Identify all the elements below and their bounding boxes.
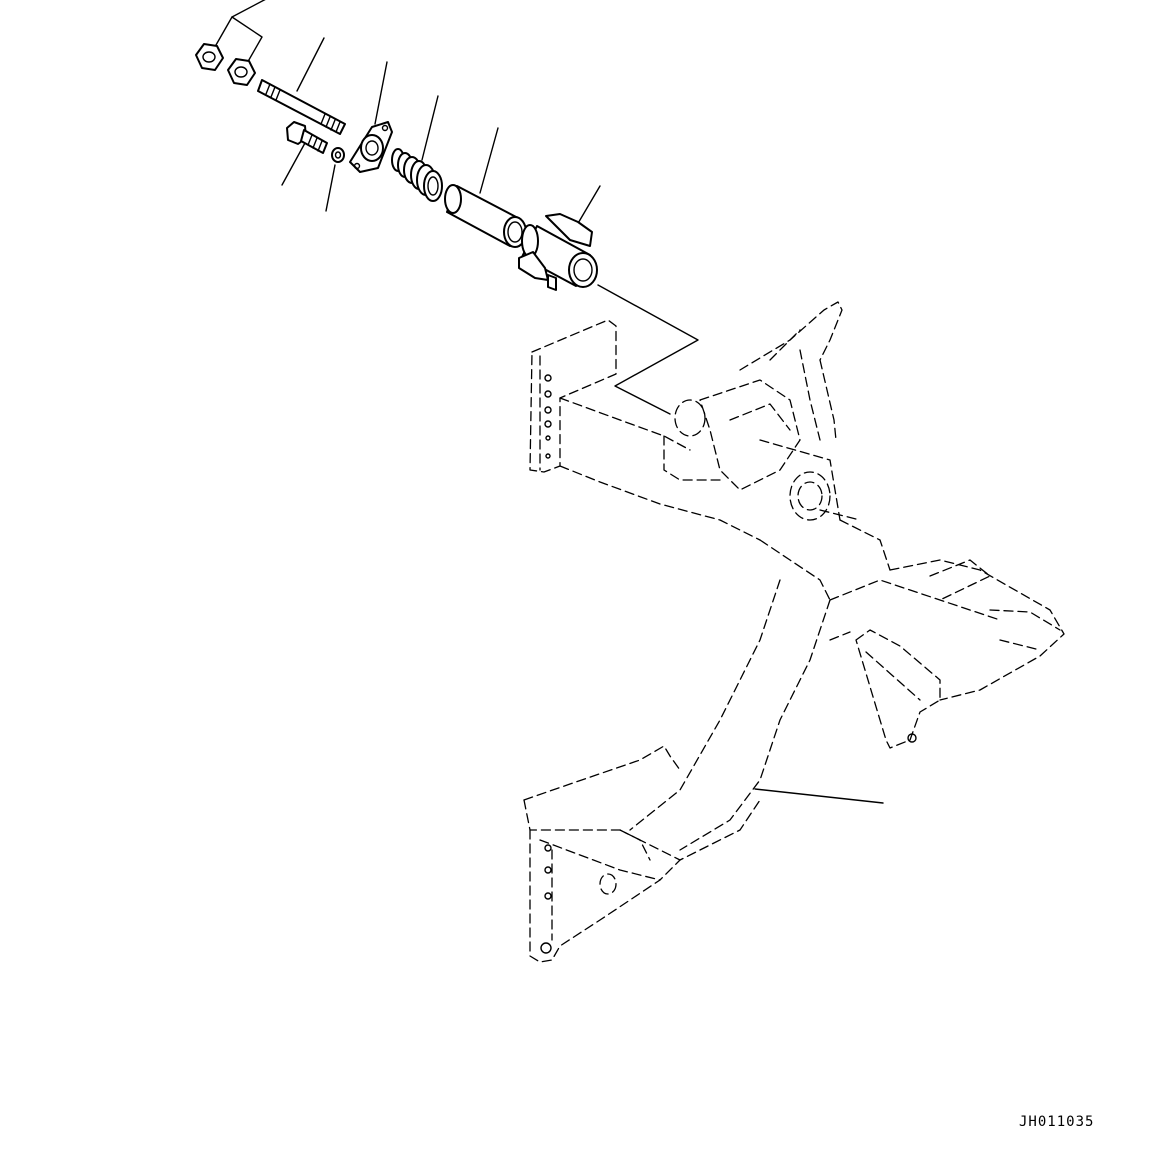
flange-icon	[349, 121, 393, 173]
stud-bolt-icon	[257, 79, 346, 135]
spring-icon	[391, 148, 443, 202]
pedal-frame-icon	[523, 301, 1065, 963]
sleeve-bushing-icon	[444, 184, 527, 248]
lever-bracket-icon	[518, 213, 598, 291]
leader-lines	[211, 0, 884, 804]
nut-pair-icon	[195, 43, 256, 86]
washer-icon	[331, 147, 345, 163]
drawing-code-label: JH011035	[1019, 1114, 1095, 1130]
bolt-icon	[286, 121, 328, 154]
